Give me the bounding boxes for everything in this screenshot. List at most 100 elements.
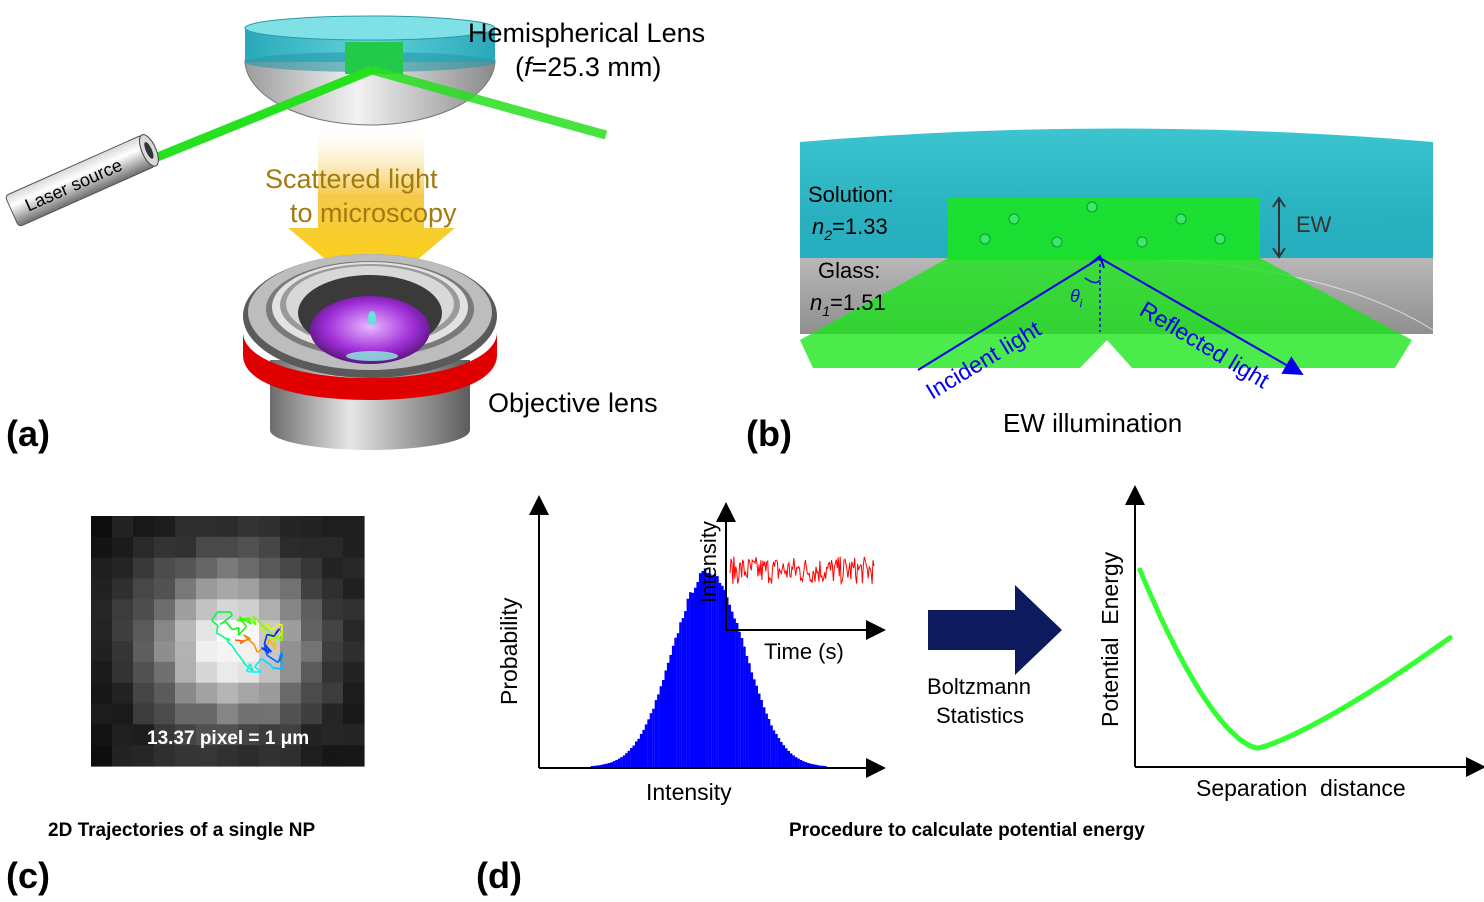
histogram-bar <box>610 762 613 767</box>
trajectory-segment <box>275 628 281 634</box>
image-pixel <box>175 557 197 580</box>
panel-b-caption: EW illumination <box>1003 408 1182 438</box>
histogram-bar <box>696 582 699 767</box>
trajectory-segment <box>224 620 234 631</box>
histogram-bar <box>676 633 680 767</box>
image-pixel <box>217 724 239 746</box>
histogram-bar <box>625 753 628 767</box>
glass-label: Glass: <box>818 258 880 283</box>
image-pixel <box>175 620 197 642</box>
potential-energy-points <box>1137 567 1453 751</box>
histogram-xlabel: Intensity <box>646 779 732 805</box>
histogram-bar <box>711 575 714 767</box>
image-pixel <box>238 599 260 621</box>
image-pixel <box>217 682 239 705</box>
panel-d: Intensity Probability Time (s) Intensity… <box>476 485 1484 896</box>
image-pixel <box>259 557 281 580</box>
image-pixel <box>343 516 365 538</box>
histogram-bar <box>762 707 766 767</box>
histogram-bar <box>664 670 668 767</box>
laser-source: Laser source <box>5 134 159 227</box>
histogram-bar <box>721 585 724 767</box>
image-pixel <box>280 536 302 559</box>
image-pixel <box>196 620 218 642</box>
image-pixel <box>175 724 197 746</box>
image-pixel <box>280 516 302 538</box>
trajectory-segment <box>262 625 273 635</box>
image-pixel <box>343 620 365 642</box>
image-pixel <box>133 745 155 767</box>
histogram-bar <box>684 611 687 767</box>
histogram-bar <box>713 574 717 767</box>
trajectory-segment <box>238 626 247 636</box>
image-pixel <box>322 536 344 559</box>
image-pixel <box>154 703 176 725</box>
image-pixel <box>112 745 134 767</box>
histogram-bar <box>725 597 729 767</box>
image-pixel <box>154 661 176 684</box>
image-pixel <box>343 557 365 580</box>
panel-a: Laser source Hemispherical Lens (f=25.3 … <box>5 15 705 454</box>
histogram-bar <box>590 766 594 767</box>
histogram-bar <box>809 763 813 767</box>
panel-c-letter: (c) <box>6 855 50 896</box>
glass-index: n1=1.51 <box>810 290 886 319</box>
trajectory-segment <box>276 630 283 641</box>
image-pixel <box>112 599 134 621</box>
lens-name-label: Hemispherical Lens <box>468 18 705 48</box>
image-pixel <box>322 599 344 621</box>
histogram-bar <box>694 587 697 767</box>
histogram-bar <box>718 582 722 767</box>
histogram-bar <box>821 765 825 767</box>
image-pixel <box>133 599 155 621</box>
trajectory-segment <box>263 643 272 653</box>
image-pixel <box>133 557 155 580</box>
trajectory-segment <box>269 664 275 670</box>
histogram-bar <box>775 733 778 767</box>
image-pixel <box>238 745 260 767</box>
image-pixel <box>112 641 134 663</box>
histogram-bar <box>671 645 675 767</box>
histogram-bar <box>708 573 712 767</box>
trajectory-segment <box>229 611 233 616</box>
image-pixel <box>217 745 239 767</box>
histogram-bar <box>816 765 820 767</box>
image-pixel <box>259 516 281 538</box>
histogram-bar <box>772 730 776 767</box>
image-pixel <box>280 703 302 725</box>
image-pixel <box>217 516 239 538</box>
histogram-bar <box>730 611 734 767</box>
image-pixel <box>280 661 302 684</box>
trajectory-segment <box>272 667 275 670</box>
trajectory-segment <box>216 632 228 640</box>
image-pixel <box>91 724 113 746</box>
trajectory-segment <box>266 633 275 638</box>
histogram-bar <box>738 631 741 767</box>
image-pixel <box>133 578 155 600</box>
image-pixel <box>154 620 176 642</box>
image-pixel <box>196 682 218 705</box>
trajectory-segment <box>249 663 255 673</box>
image-pixel <box>322 703 344 725</box>
image-pixel <box>154 745 176 767</box>
trajectory-segment <box>277 653 283 663</box>
image-pixel <box>196 599 218 621</box>
histogram-bar <box>733 618 736 767</box>
trajectory-segment <box>252 615 264 627</box>
intensity-trace <box>729 556 875 586</box>
panel-d-letter: (d) <box>476 855 522 896</box>
image-pixel <box>175 536 197 559</box>
image-pixel <box>196 641 218 663</box>
trajectory-segment <box>260 622 271 630</box>
histogram-bar <box>794 757 798 767</box>
image-pixel <box>133 641 155 663</box>
solution-index: n2=1.33 <box>812 214 888 243</box>
image-pixel <box>343 703 365 725</box>
histogram-bar <box>657 694 660 767</box>
trajectory-segment <box>239 639 246 645</box>
image-pixel <box>280 724 302 746</box>
histogram-bar <box>652 708 655 767</box>
histogram-bar <box>804 762 808 767</box>
image-pixel <box>322 661 344 684</box>
image-pixel <box>154 578 176 600</box>
